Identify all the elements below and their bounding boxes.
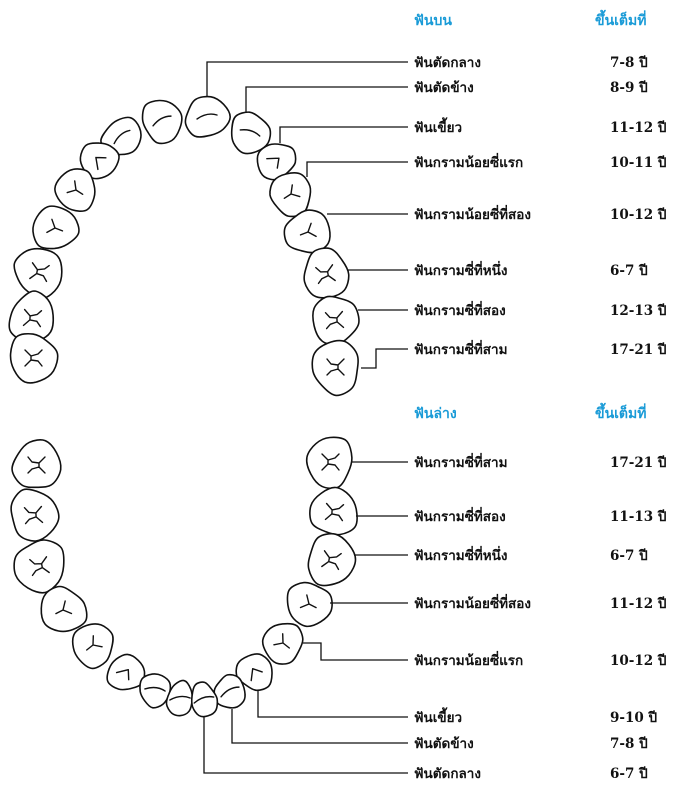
lower-right-third-molar	[307, 437, 352, 488]
upper-row-name-canine: ฟันเขี้ยว	[414, 120, 462, 136]
upper-row-name-central-incisor: ฟันตัดกลาง	[414, 55, 481, 71]
upper-jaw-heading: ฟันบน	[414, 13, 452, 29]
lower-row-age-second-molar: 11-13 ปี	[610, 509, 666, 525]
upper-row-age-central-incisor: 7-8 ปี	[610, 55, 648, 71]
lower-row-name-canine: ฟันเขี้ยว	[414, 710, 462, 726]
lower-left-second-premolar	[41, 586, 87, 631]
upper-row-name-lateral-incisor: ฟันตัดข้าง	[414, 80, 474, 96]
upper-left-central-incisor	[143, 100, 182, 143]
upper-row-age-first-molar: 6-7 ปี	[610, 263, 648, 279]
upper-row-age-second-molar: 12-13 ปี	[610, 303, 666, 319]
upper-leader-central-incisor	[207, 62, 408, 97]
upper-leader-first-premolar	[307, 162, 408, 177]
teeth-layer	[9, 97, 359, 717]
upper-row-age-third-molar: 17-21 ปี	[610, 342, 666, 358]
upper-right-first-molar	[304, 248, 349, 298]
lower-row-age-first-premolar: 10-12 ปี	[610, 653, 666, 669]
upper-row-age-first-premolar: 10-11 ปี	[610, 155, 666, 171]
lower-leader-canine	[258, 690, 408, 717]
lower-row-age-canine: 9-10 ปี	[610, 710, 657, 726]
upper-row-name-third-molar: ฟันกรามซี่ที่สาม	[414, 342, 507, 358]
lower-age-heading: ขึ้นเต็มที่	[595, 406, 646, 422]
upper-row-age-second-premolar: 10-12 ปี	[610, 207, 666, 223]
upper-left-second-premolar	[33, 206, 79, 248]
upper-left-third-molar	[11, 334, 58, 383]
upper-row-name-first-molar: ฟันกรามซี่ที่หนึ่ง	[414, 263, 507, 279]
lower-leader-central-incisor	[204, 717, 408, 773]
lower-right-central-incisor	[192, 682, 218, 717]
upper-leader-lateral-incisor	[246, 87, 408, 113]
lower-left-first-premolar	[73, 624, 113, 668]
lower-left-third-molar	[12, 440, 61, 488]
lower-row-name-second-molar: ฟันกรามซี่ที่สอง	[414, 509, 506, 525]
upper-right-second-molar	[313, 296, 359, 344]
upper-right-central-incisor	[185, 97, 230, 137]
lower-leader-first-premolar	[303, 643, 408, 660]
lower-row-age-central-incisor: 6-7 ปี	[610, 766, 648, 782]
lower-row-age-second-premolar: 11-12 ปี	[610, 596, 666, 612]
lower-right-first-premolar	[263, 624, 303, 664]
lower-row-name-central-incisor: ฟันตัดกลาง	[414, 766, 481, 782]
upper-age-heading: ขึ้นเต็มที่	[595, 13, 646, 29]
lower-row-age-first-molar: 6-7 ปี	[610, 548, 648, 564]
lower-row-name-third-molar: ฟันกรามซี่ที่สาม	[414, 455, 507, 471]
upper-row-name-second-molar: ฟันกรามซี่ที่สอง	[414, 303, 506, 319]
upper-leader-canine	[280, 127, 408, 143]
lower-right-first-molar	[308, 534, 355, 586]
upper-row-name-second-premolar: ฟันกรามน้อยซี่ที่สอง	[414, 207, 531, 223]
lower-jaw-heading: ฟันล่าง	[414, 406, 457, 422]
lower-row-age-lateral-incisor: 7-8 ปี	[610, 736, 648, 752]
upper-right-third-molar	[312, 341, 358, 396]
lower-left-canine	[107, 654, 144, 689]
lower-left-second-molar	[11, 489, 59, 541]
leader-layer	[204, 62, 408, 773]
lower-row-name-first-premolar: ฟันกรามน้อยซี่แรก	[414, 653, 523, 669]
lower-row-name-second-premolar: ฟันกรามน้อยซี่ที่สอง	[414, 596, 531, 612]
lower-row-name-first-molar: ฟันกรามซี่ที่หนึ่ง	[414, 548, 507, 564]
lower-right-lateral-incisor	[214, 675, 245, 708]
lower-right-second-molar	[310, 487, 357, 534]
upper-row-name-first-premolar: ฟันกรามน้อยซี่แรก	[414, 155, 523, 171]
lower-row-age-third-molar: 17-21 ปี	[610, 455, 666, 471]
lower-left-first-molar	[14, 540, 64, 593]
lower-row-name-lateral-incisor: ฟันตัดข้าง	[414, 736, 474, 752]
upper-leader-third-molar	[361, 349, 408, 368]
upper-row-age-canine: 11-12 ปี	[610, 120, 666, 136]
upper-row-age-lateral-incisor: 8-9 ปี	[610, 80, 648, 96]
